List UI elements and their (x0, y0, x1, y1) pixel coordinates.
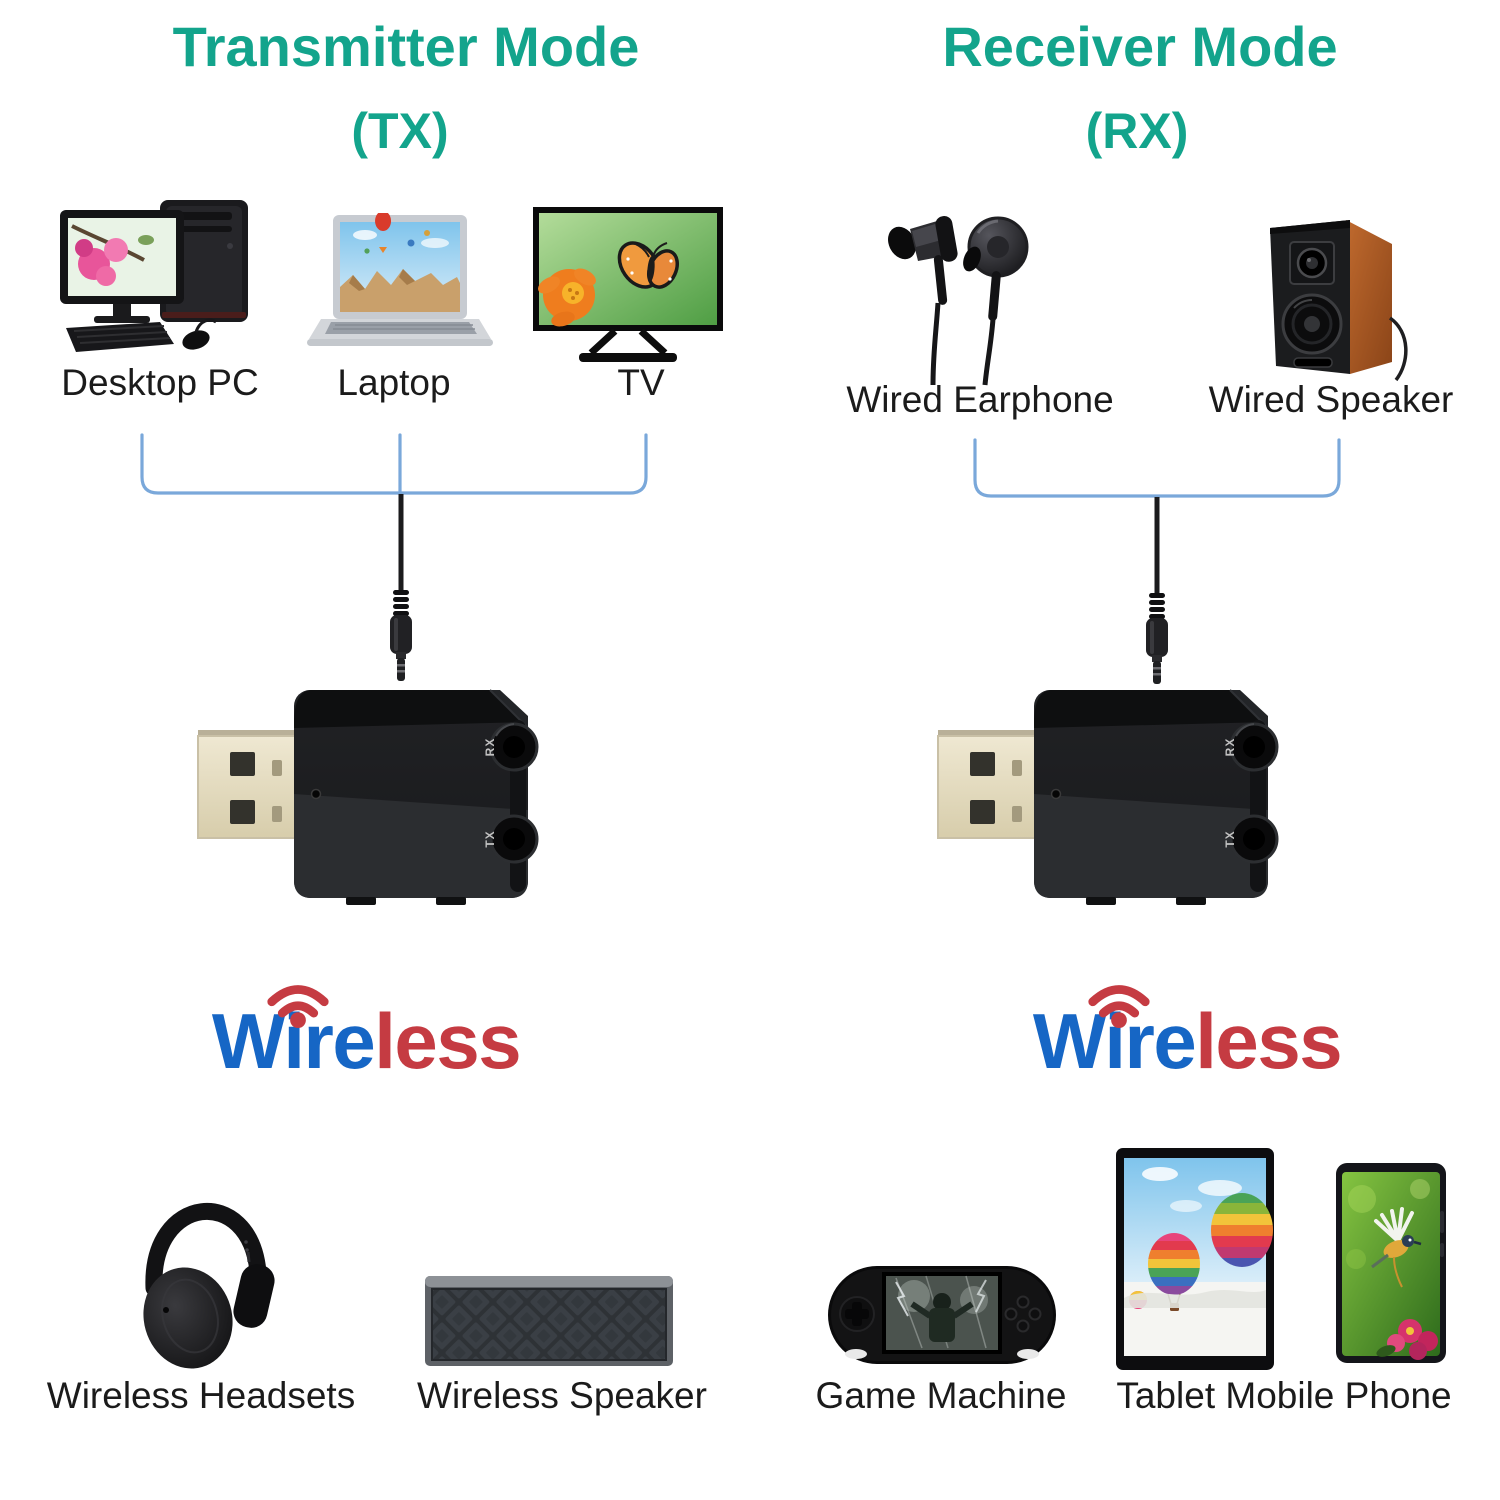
usb-adapter-icon (936, 676, 1281, 911)
label-game-machine: Game Machine (815, 1375, 1067, 1416)
wireless-text-red: less (374, 997, 521, 1085)
label-wireless-headsets: Wireless Headsets (46, 1375, 356, 1416)
usb-adapter-icon (196, 676, 541, 911)
label-wireless-speaker: Wireless Speaker (417, 1375, 707, 1416)
laptop-icon (307, 213, 493, 346)
wireless-headphones-icon (143, 1202, 275, 1369)
rx-subtitle: (RX) (1085, 103, 1189, 159)
aux-cable-plug-icon (1139, 497, 1175, 687)
wifi-arcs-icon (267, 985, 329, 1028)
wifi-arcs-icon (1088, 985, 1150, 1028)
wireless-text-red: less (1195, 997, 1342, 1085)
receiver-mode-title: Receiver Mode (942, 15, 1338, 78)
transmitter-mode-title: Transmitter Mode (172, 15, 640, 78)
wireless-logo: Wireless (196, 985, 536, 1080)
label-tablet-mobile-phone: Tablet Mobile Phone (1116, 1375, 1452, 1416)
tablet-icon (1116, 1148, 1274, 1370)
desktop-pc-icon (60, 200, 248, 352)
label-laptop: Laptop (337, 362, 451, 403)
game-machine-icon (828, 1266, 1056, 1364)
right-bracket-connector (973, 438, 1341, 498)
label-tv: TV (617, 362, 665, 403)
label-wired-earphone: Wired Earphone (846, 379, 1114, 420)
left-bracket-connector (140, 433, 648, 495)
tv-icon (533, 207, 723, 362)
bird-figure (1371, 1207, 1422, 1288)
earbuds-icon (888, 216, 1029, 386)
mobile-phone-icon (1336, 1163, 1446, 1363)
tx-subtitle: (TX) (351, 103, 449, 159)
flowers (1376, 1319, 1438, 1360)
wired-speaker-icon (1270, 220, 1408, 382)
wireless-logo: Wireless (1017, 985, 1357, 1080)
label-wired-speaker: Wired Speaker (1208, 379, 1454, 420)
label-desktop-pc: Desktop PC (61, 362, 259, 403)
aux-cable-plug-icon (383, 494, 419, 684)
wireless-speaker-icon (425, 1276, 673, 1366)
